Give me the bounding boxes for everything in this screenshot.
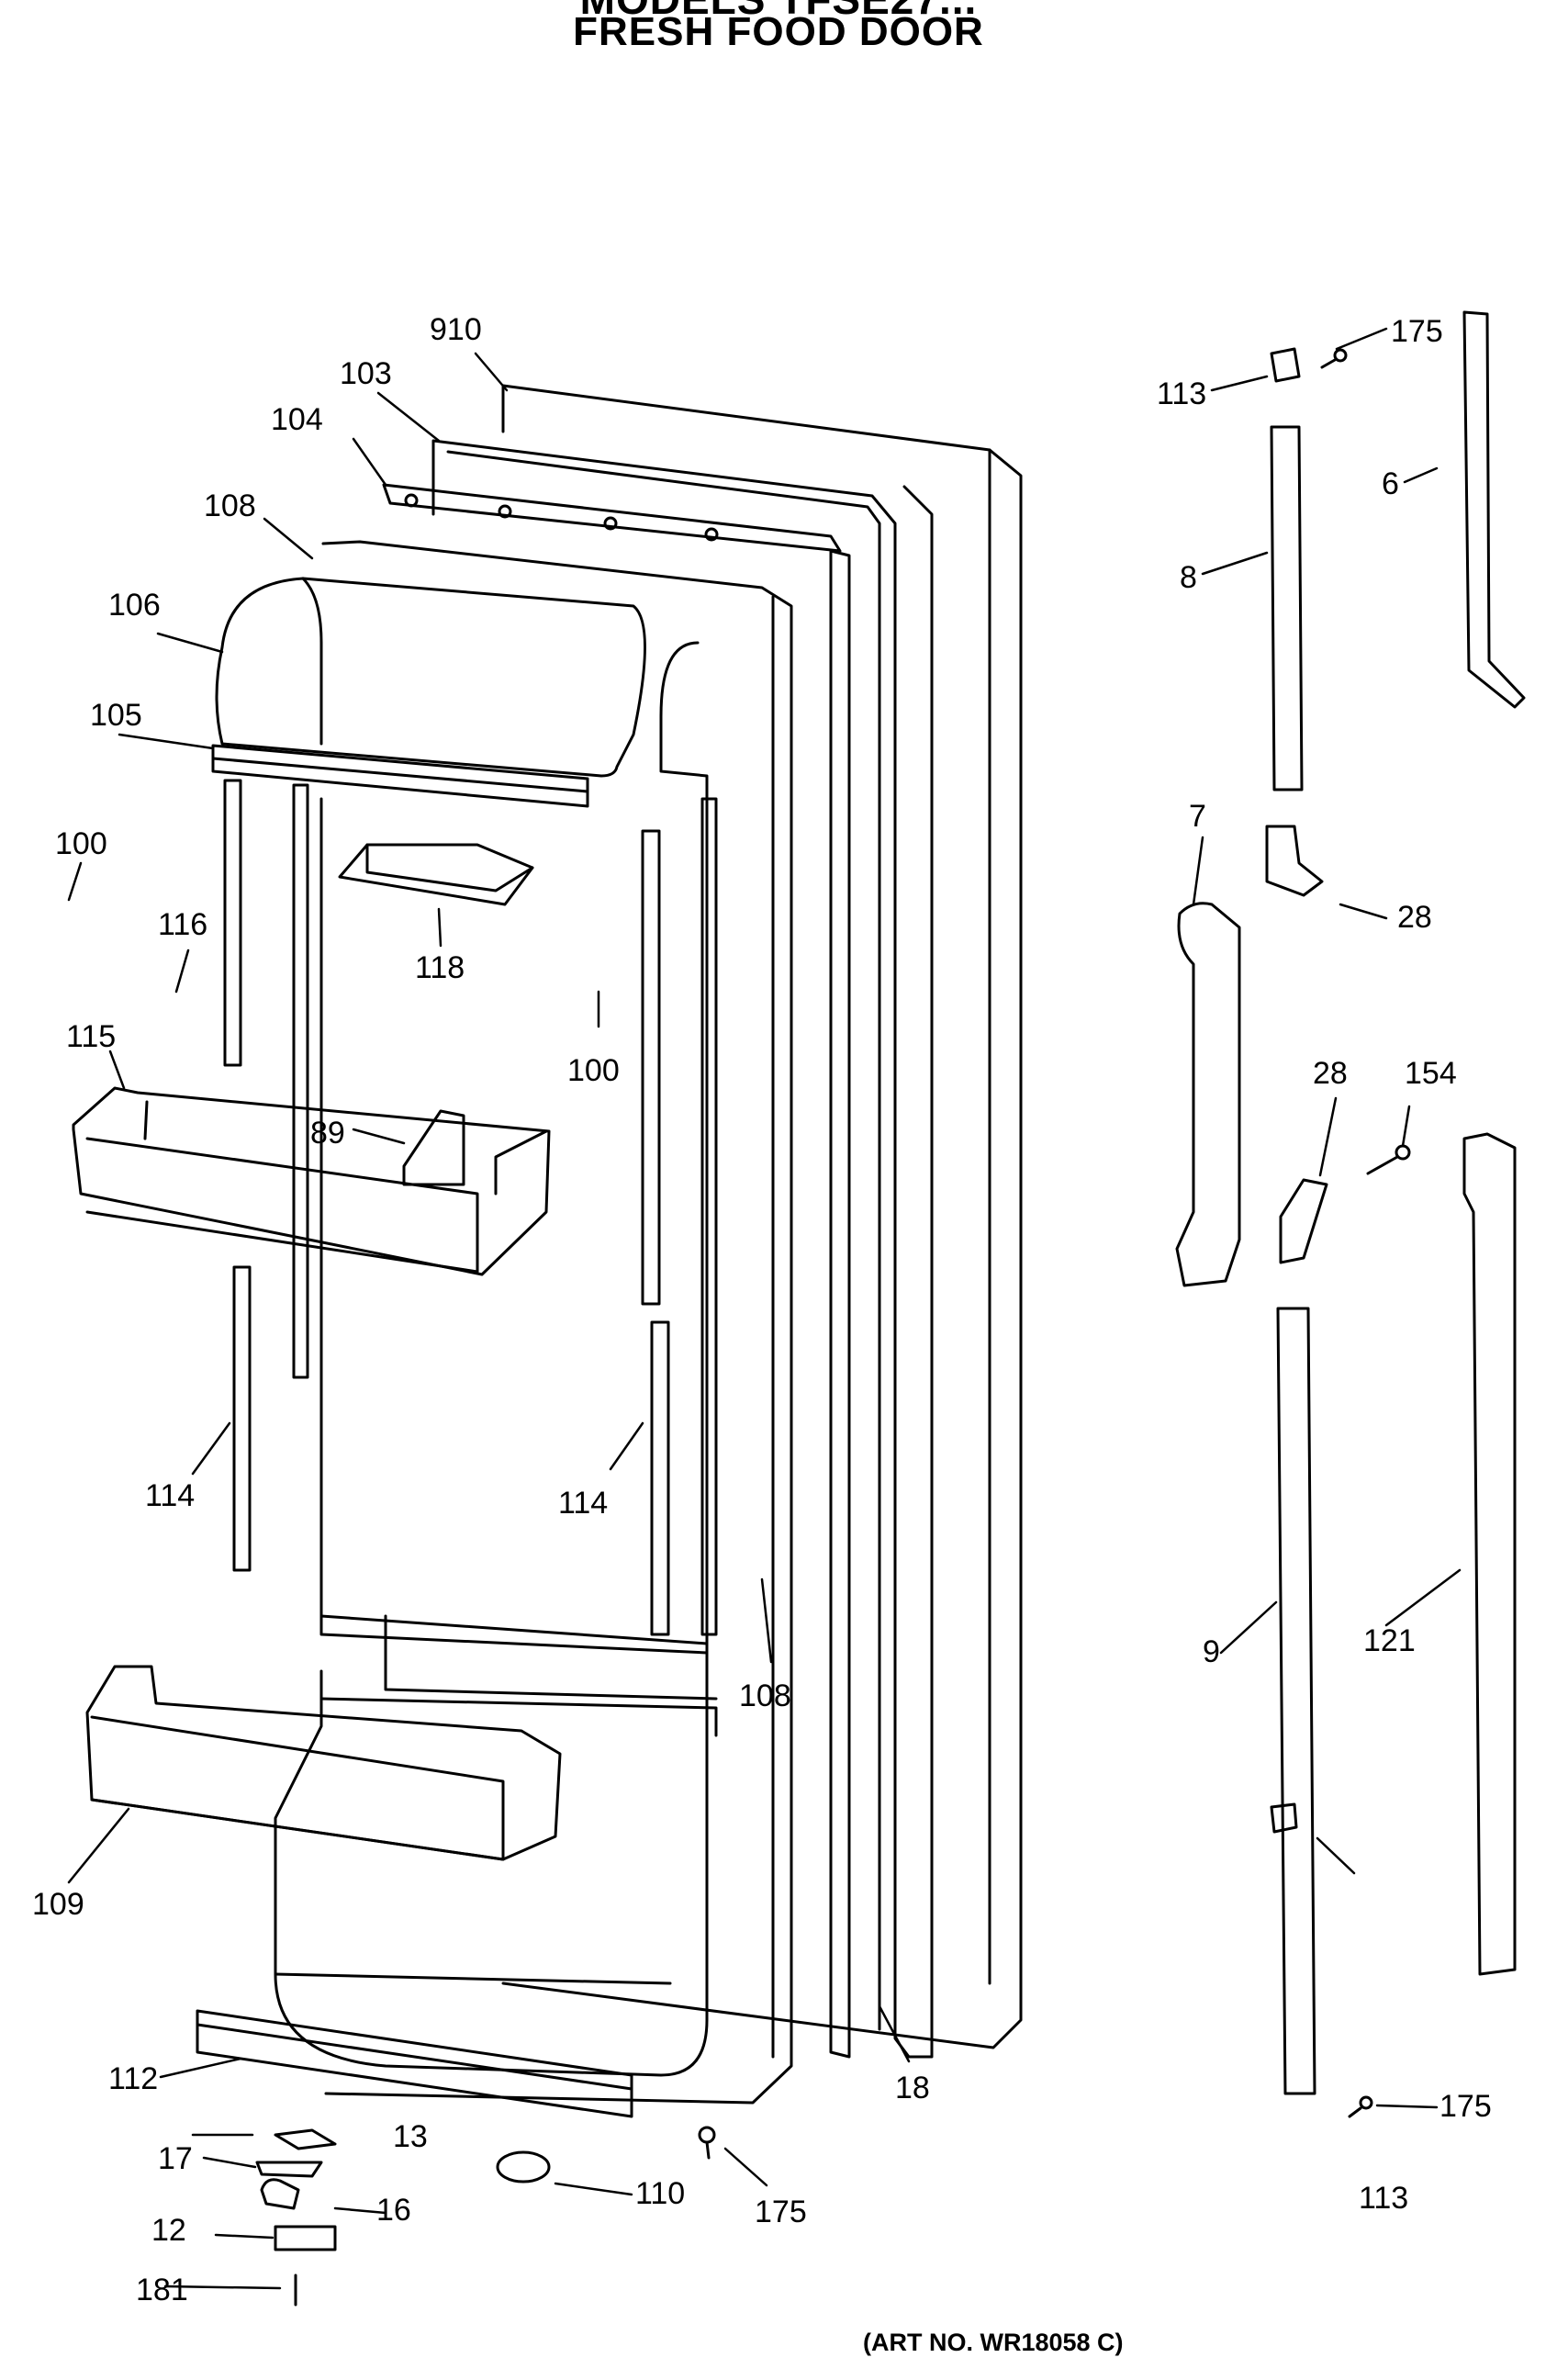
callout-12: 12 — [151, 2213, 186, 2248]
door-liner — [274, 540, 793, 2105]
callout-118: 118 — [415, 950, 465, 985]
callout-105: 105 — [90, 698, 142, 733]
butter-compartment — [338, 843, 534, 906]
screw-175-right — [1320, 348, 1373, 2118]
callout-9: 9 — [1203, 1634, 1220, 1669]
handle-trim-6 — [1462, 310, 1526, 709]
callout-113-top: 113 — [1157, 376, 1206, 411]
callout-6: 6 — [1382, 466, 1399, 501]
bin-divider — [402, 1109, 465, 1186]
page-title: FRESH FOOD DOOR — [573, 9, 984, 54]
callout-175-bottom: 175 — [755, 2195, 807, 2229]
left-shelf-rail — [223, 779, 309, 1572]
callout-17: 17 — [158, 2141, 193, 2176]
screw-154 — [1366, 1144, 1411, 1175]
callout-108-lower: 108 — [739, 1678, 791, 1713]
door-bin — [72, 1086, 551, 1276]
callout-8: 8 — [1180, 560, 1197, 595]
bottom-trim-strip — [196, 2009, 633, 2118]
callout-104: 104 — [271, 402, 323, 437]
callout-116: 116 — [158, 907, 207, 942]
callout-910: 910 — [430, 312, 482, 347]
leader-lines — [67, 327, 1462, 2290]
callout-7: 7 — [1189, 799, 1206, 834]
callout-154: 154 — [1405, 1056, 1457, 1091]
side-seal-strip — [829, 549, 851, 2059]
callout-28-upper: 28 — [1397, 900, 1432, 935]
callout-100-right: 100 — [567, 1053, 620, 1088]
callout-110: 110 — [635, 2176, 685, 2211]
callout-114-right: 114 — [558, 1486, 608, 1521]
callout-13: 13 — [393, 2119, 428, 2154]
lower-door-bin — [85, 1665, 562, 1861]
hinge-bracket-28-lower — [1279, 1178, 1328, 1264]
door-handle-7 — [1175, 902, 1241, 1287]
callout-103: 103 — [340, 356, 392, 391]
callout-112: 112 — [108, 2061, 158, 2096]
right-shelf-rail — [641, 797, 718, 1636]
callout-106: 106 — [108, 588, 161, 623]
handle-trim-121 — [1462, 1132, 1517, 1976]
callout-108: 108 — [204, 488, 256, 523]
mounting-channel-9 — [1276, 1307, 1316, 2095]
callout-18: 18 — [895, 2071, 930, 2105]
callout-114-left: 114 — [145, 1478, 195, 1513]
callout-labels: 910 103 104 108 106 105 100 116 118 100 … — [32, 312, 1492, 2307]
outer-door-panel — [501, 384, 1023, 2049]
upper-shelf-cover — [215, 577, 646, 778]
door-stop-bracket — [1270, 347, 1301, 1834]
callout-175-right: 175 — [1439, 2089, 1492, 2124]
art-number: (ART NO. WR18058 C) — [863, 2329, 1124, 2356]
cap — [496, 2150, 551, 2184]
callout-28-lower: 28 — [1313, 1056, 1348, 1091]
shelf-trim-strip — [211, 744, 589, 808]
screw — [698, 2126, 716, 2160]
callout-89: 89 — [310, 1116, 345, 1151]
callout-109: 109 — [32, 1887, 84, 1922]
callout-113-bottom: 113 — [1359, 2181, 1408, 2216]
callout-115: 115 — [66, 1019, 116, 1054]
hinge-assembly — [255, 2128, 337, 2307]
mounting-channel-8 — [1270, 425, 1304, 791]
callout-121: 121 — [1363, 1623, 1416, 1658]
top-mounting-strip — [382, 483, 842, 553]
callout-181: 181 — [136, 2273, 188, 2307]
callout-16: 16 — [376, 2193, 411, 2228]
hinge-bracket-28-upper — [1265, 825, 1324, 897]
callout-100: 100 — [55, 826, 107, 861]
callout-175-top: 175 — [1391, 314, 1443, 349]
models-title-partial: MODELS TFSE27... — [0, 0, 1557, 24]
